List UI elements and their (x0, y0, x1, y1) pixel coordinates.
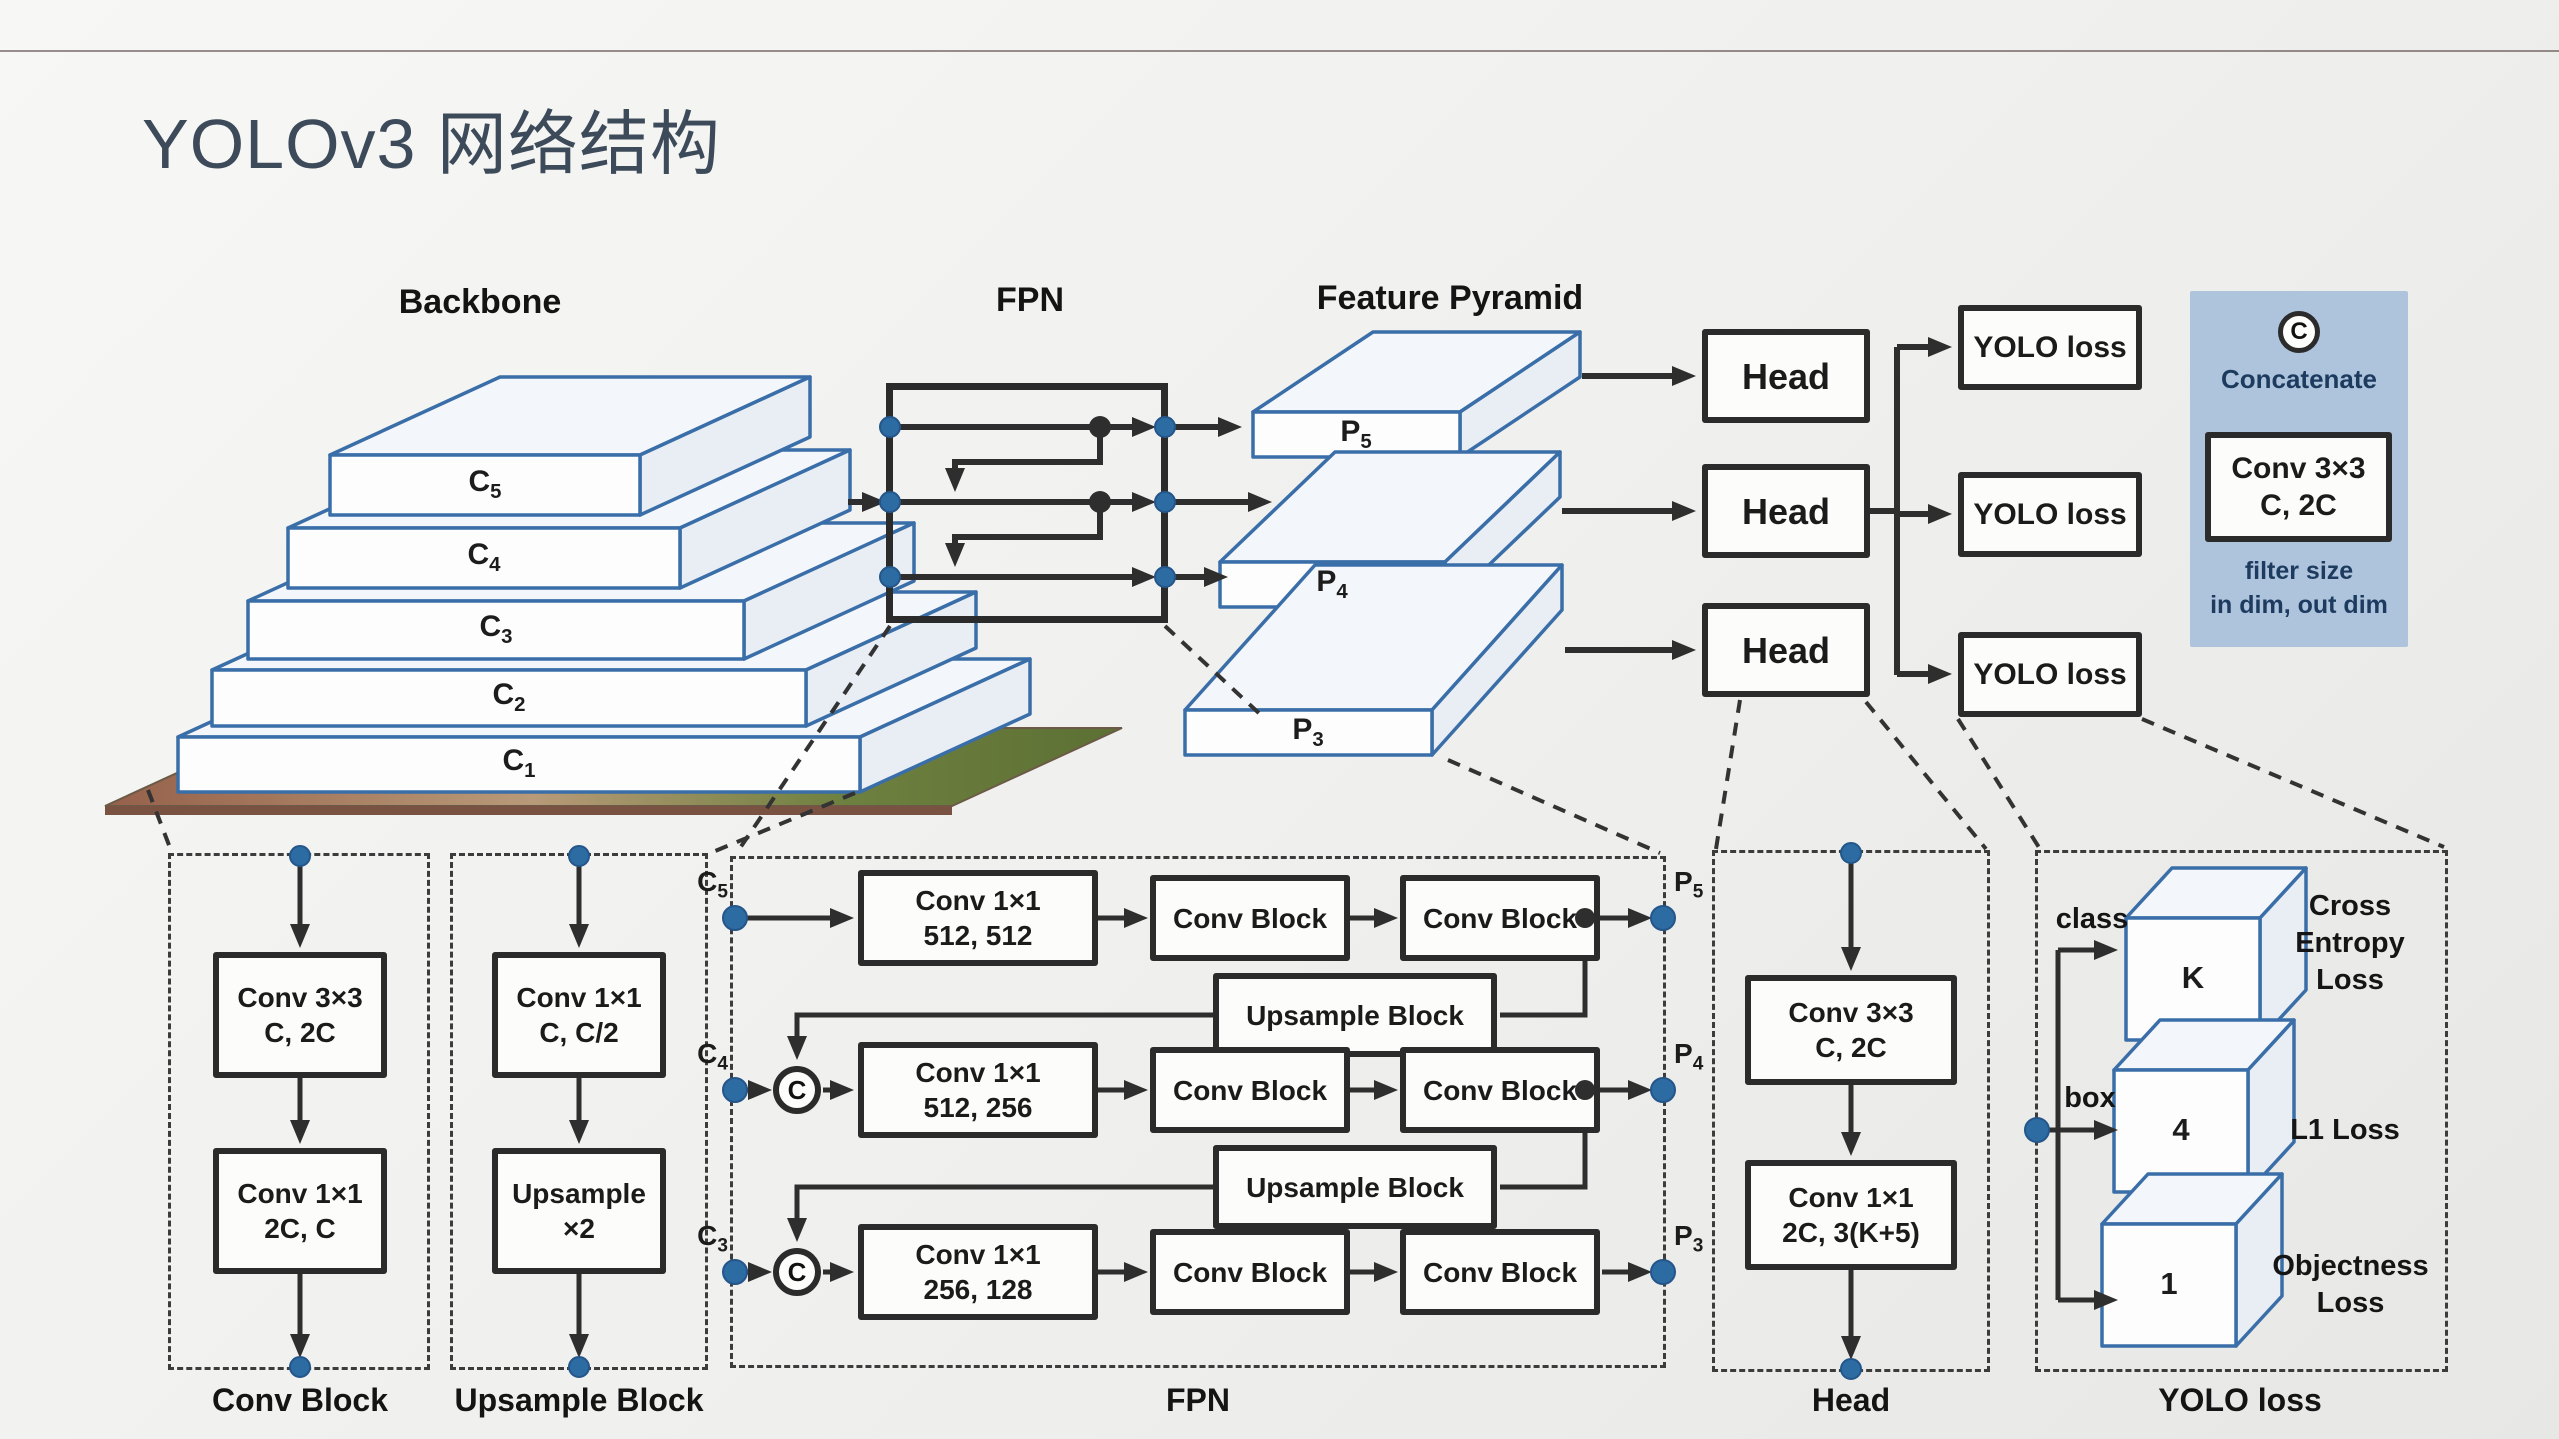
pyramid-level-label-p3: P3 (1292, 713, 1324, 751)
fpn-detail-input-label-c5: C5 (697, 866, 728, 903)
fpn-detail-convblock-row2b: Conv Block (1400, 1047, 1600, 1133)
legend-caption-dims: in dim, out dim (2210, 591, 2388, 619)
objectness-loss-label: Objectness Loss (2272, 1250, 2429, 1320)
l1-loss-label: L1 Loss (2290, 1114, 2400, 1146)
fpn-detail-convblock-row1b: Conv Block (1400, 875, 1600, 961)
concat-circle-c4: C (773, 1066, 821, 1114)
head-box-2: Head (1702, 464, 1870, 558)
yolo-loss-detail-title: YOLO loss (2158, 1382, 2322, 1418)
head-detail-title: Head (1811, 1382, 1891, 1418)
pyramid-level-label-p5: P5 (1340, 415, 1372, 453)
page-title: YOLOv3 网络结构 (142, 105, 721, 183)
head-box-1: Head (1702, 329, 1870, 423)
box-branch-label: box (2064, 1082, 2116, 1114)
fpn-detail-junction-1 (1575, 908, 1595, 928)
head-box-3: Head (1702, 603, 1870, 697)
backbone-layer-label-c1: C1 (502, 744, 536, 782)
fpn-detail-node-p5 (1650, 905, 1676, 931)
fpn-section-title: FPN (996, 281, 1064, 319)
cross-entropy-loss-label: Cross Entropy Loss (2295, 890, 2405, 997)
upsample-block-in-node (568, 845, 590, 867)
yolo-loss-detail-panel (2035, 850, 2448, 1372)
expansion-dashed-lines (146, 624, 2445, 856)
fpn-detail-output-label-p4: P4 (1674, 1038, 1704, 1075)
fpn-overview-box (886, 383, 1168, 623)
fpn-node-p4 (1154, 491, 1176, 513)
fpn-junction-top (1089, 416, 1111, 438)
fpn-detail-node-p3 (1650, 1259, 1676, 1285)
yolo-loss-in-node (2024, 1117, 2050, 1143)
class-branch-label: class (2055, 903, 2129, 935)
feature-pyramid-slabs (1183, 330, 1582, 757)
fpn-detail-title: FPN (1166, 1382, 1230, 1418)
plate-label-4: 4 (2172, 1112, 2190, 1147)
fpn-detail-node-c5 (722, 905, 748, 931)
yolo-loss-box-3: YOLO loss (1958, 632, 2142, 717)
fpn-detail-convblock-row3b: Conv Block (1400, 1229, 1600, 1315)
concat-circle-c3: C (773, 1248, 821, 1296)
legend-concatenate-label: Concatenate (2220, 364, 2378, 394)
fpn-detail-convblock-row3a: Conv Block (1150, 1229, 1350, 1315)
fpn-node-p3 (1154, 566, 1176, 588)
fpn-detail-convblock-row1a: Conv Block (1150, 875, 1350, 961)
conv-block-detail-title: Conv Block (211, 1382, 389, 1418)
fpn-detail-upsample-block-2: Upsample Block (1213, 1145, 1497, 1229)
pyramid-level-label-p4: P4 (1316, 565, 1348, 603)
fpn-node-c4 (879, 491, 901, 513)
backbone-layer-label-c5: C5 (468, 465, 502, 503)
upsample-block-out-node (568, 1356, 590, 1378)
fpn-node-p5 (1154, 416, 1176, 438)
upsample-block-detail-panel (450, 853, 708, 1370)
backbone-layer-label-c4: C4 (467, 538, 501, 576)
conv-block-detail-panel (168, 853, 430, 1370)
backbone-layer-label-c3: C3 (479, 610, 513, 648)
plate-label-k: K (2181, 960, 2205, 995)
fpn-detail-node-c3 (722, 1259, 748, 1285)
fpn-node-c3 (879, 566, 901, 588)
head-detail-panel (1712, 850, 1990, 1372)
yolo-loss-box-1: YOLO loss (1958, 305, 2142, 390)
fpn-detail-junction-2 (1575, 1080, 1595, 1100)
legend-caption-filter-size: filter size (2244, 557, 2354, 585)
head-detail-out-node (1840, 1358, 1862, 1380)
fpn-detail-convblock-row2a: Conv Block (1150, 1047, 1350, 1133)
fpn-detail-node-p4 (1650, 1077, 1676, 1103)
fpn-detail-input-label-c3: C3 (697, 1220, 728, 1257)
backbone-pyramid (176, 375, 1032, 794)
fpn-detail-output-label-p5: P5 (1674, 866, 1704, 903)
fpn-detail-upsample-block-1: Upsample Block (1213, 973, 1497, 1057)
plate-label-1: 1 (2160, 1266, 2178, 1301)
detail-arrows (290, 862, 2118, 1360)
fpn-detail-panel (730, 856, 1666, 1368)
fpn-detail-node-c4 (722, 1077, 748, 1103)
fpn-node-c5 (879, 416, 901, 438)
feature-pyramid-section-title: Feature Pyramid (1316, 279, 1584, 317)
fpn-detail-input-label-c4: C4 (697, 1038, 728, 1075)
backbone-section-title: Backbone (398, 283, 562, 321)
fpn-detail-output-label-p3: P3 (1674, 1220, 1704, 1257)
yolo-loss-box-2: YOLO loss (1958, 472, 2142, 557)
loss-plates (2100, 866, 2308, 1348)
concatenate-icon: C (2278, 311, 2320, 353)
slide-top-divider (0, 50, 2559, 52)
fpn-junction-mid (1089, 491, 1111, 513)
backbone-layer-label-c2: C2 (492, 678, 526, 716)
conv-block-out-node (289, 1356, 311, 1378)
upsample-block-detail-title: Upsample Block (454, 1382, 704, 1418)
conv-block-in-node (289, 845, 311, 867)
head-detail-in-node (1840, 842, 1862, 864)
upsample-block-detail-box2: Upsample×2 (492, 1148, 666, 1274)
